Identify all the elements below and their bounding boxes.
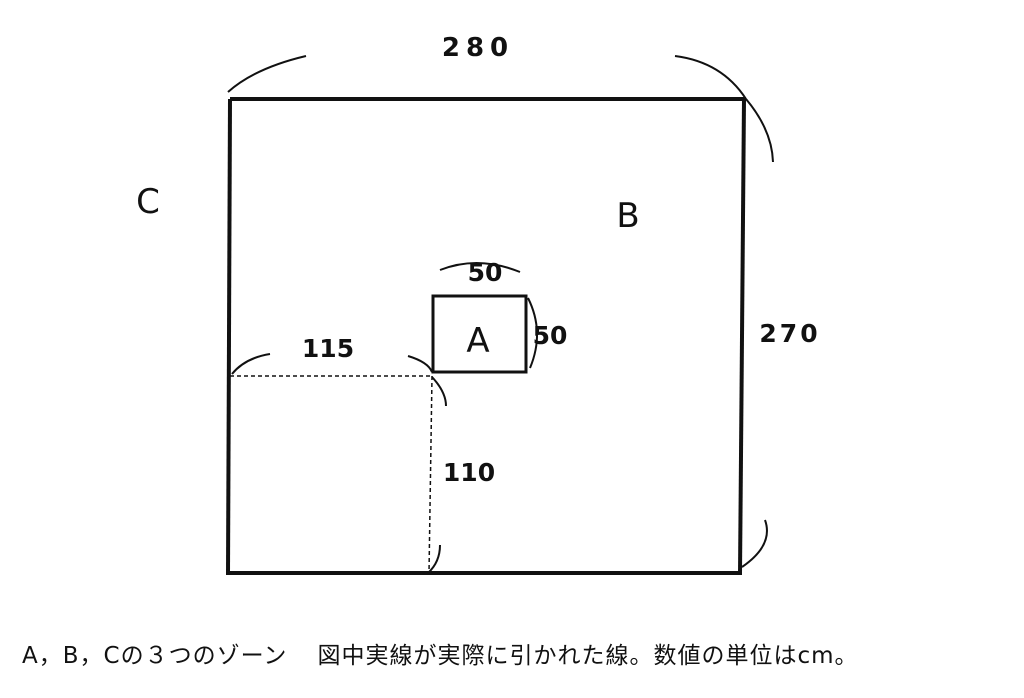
offset-vertical-label: 110 [443, 458, 495, 487]
dashed-bottom-arc [427, 544, 441, 574]
dashed-vertical-line [428, 375, 433, 574]
outer-width-label: 280 [442, 33, 514, 63]
zone-a-label: A [466, 321, 489, 361]
dashed-right-arc [407, 355, 433, 373]
top-right-arc [674, 55, 747, 100]
caption-zones: A，B，Cの３つのゾーン [22, 643, 288, 669]
box-a-height-label: 50 [533, 321, 568, 350]
zone-c-label: C [136, 182, 160, 222]
caption: A，B，Cの３つのゾーン 図中実線が実際に引かれた線。数値の単位はcm。 [22, 636, 859, 670]
outer-left-line [226, 98, 232, 575]
top-left-arc [227, 55, 307, 93]
dashed-left-arc [231, 353, 271, 375]
dashed-sub-area [230, 375, 433, 574]
dimension-arcs [227, 55, 774, 574]
dashed-corner-arc [431, 376, 447, 407]
right-bottom-arc [741, 519, 768, 568]
box-a-right-arc [527, 297, 539, 369]
outer-boundary [226, 97, 746, 575]
box-a-width-label: 50 [468, 258, 503, 287]
zone-b-label: B [616, 196, 639, 236]
box-a [431, 294, 528, 374]
right-top-arc [745, 98, 774, 163]
caption-note: 図中実線が実際に引かれた線。数値の単位はcm。 [317, 643, 859, 669]
outer-right-line [738, 98, 746, 575]
outer-height-label: 270 [759, 319, 820, 348]
offset-horizontal-label: 115 [302, 334, 354, 363]
box-a-top-arc [439, 262, 521, 273]
